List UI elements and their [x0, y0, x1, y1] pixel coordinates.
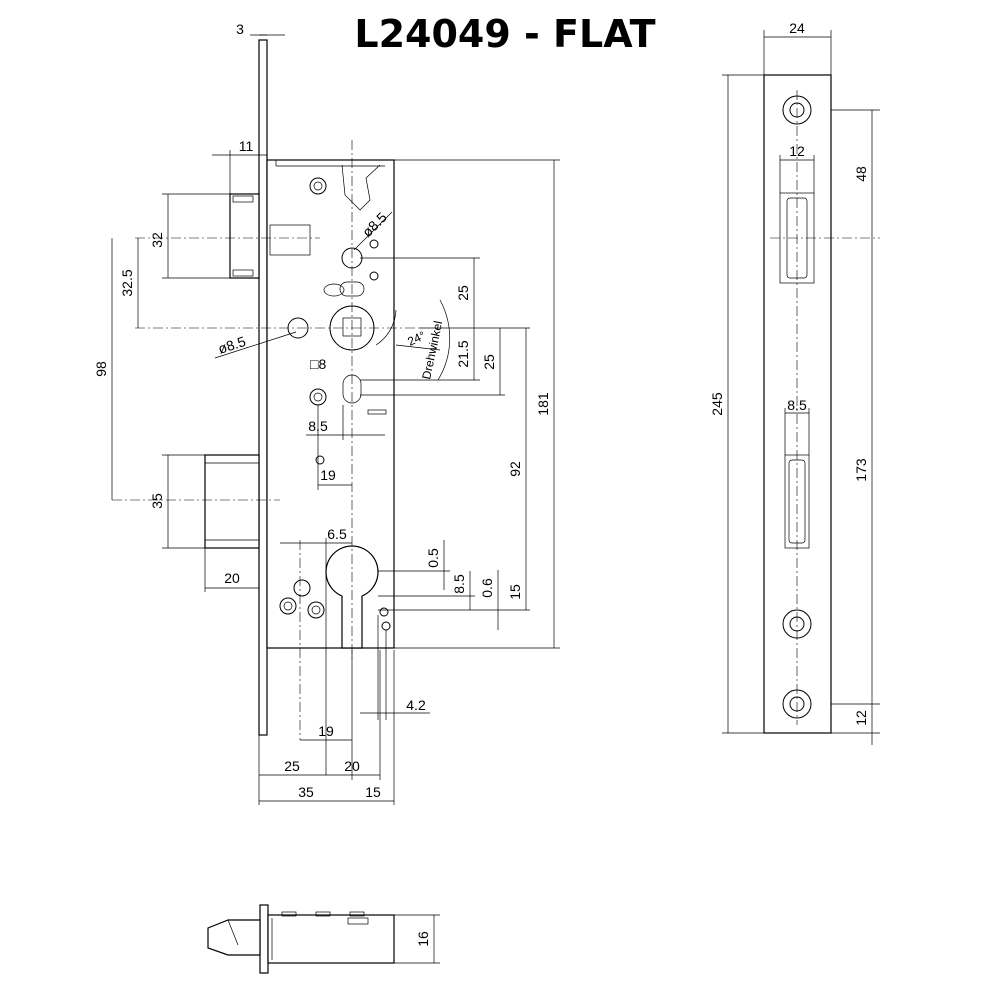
- dim-latch-throw: 20: [224, 570, 240, 586]
- dim-bs-15: 15: [365, 784, 381, 800]
- dim-latch-height: 35: [149, 493, 165, 509]
- dim-pin-offset: 19: [320, 467, 336, 483]
- dim-bottom-12: 12: [853, 710, 869, 726]
- dim-bs-35: 35: [298, 784, 314, 800]
- dim-hole-left: ø8.5: [216, 333, 248, 357]
- label-drehwinkel: Drehwinkel: [419, 320, 445, 381]
- mid-screw-icon: [309, 388, 327, 406]
- front-view: 3 11 32 32.5 98 35 20 ø8.5 ø8.5 □8: [93, 21, 560, 805]
- dim-top-48: 48: [853, 166, 869, 182]
- dim-cyl-0-5: 0.5: [425, 548, 441, 568]
- dim-lower-21-5: 21.5: [455, 340, 471, 367]
- dim-bs-20: 20: [344, 758, 360, 774]
- dim-overall: 181: [535, 392, 551, 416]
- dim-mid-173: 173: [853, 458, 869, 482]
- dim-to-cyl: 92: [507, 461, 523, 477]
- dim-slot-8-5: 8.5: [787, 397, 807, 413]
- dim-bolt-height: 32: [149, 232, 165, 248]
- drawing-title: L24049 - FLAT: [354, 12, 655, 56]
- dim-cyl-8-5: 8.5: [451, 574, 467, 594]
- dim-cyl-6-5: 6.5: [327, 526, 347, 542]
- bolt-block: [269, 224, 311, 256]
- bottom-view: 16: [207, 904, 440, 974]
- body-bottom: [267, 914, 395, 964]
- dim-bs-25: 25: [284, 758, 300, 774]
- dim-cyl-15: 15: [507, 584, 523, 600]
- dim-thickness: 16: [415, 931, 431, 947]
- dim-faceplate: 3: [236, 21, 244, 37]
- dim-square: □8: [310, 356, 326, 372]
- dim-latch-to-bolt: 98: [93, 361, 109, 377]
- latch-bottom: [207, 919, 261, 956]
- faceplate: [258, 39, 268, 736]
- faceplate-bottom: [259, 904, 269, 974]
- top-screw-icon: [309, 177, 327, 195]
- dim-slot-12: 12: [789, 143, 805, 159]
- dim-cyl-19: 19: [318, 723, 334, 739]
- dim-cyl-0-6: 0.6: [479, 578, 495, 598]
- dim-upper-25: 25: [455, 285, 471, 301]
- deadbolt: [229, 193, 260, 279]
- dim-cyl-4-2: 4.2: [406, 697, 426, 713]
- dim-length: 245: [709, 392, 725, 416]
- dim-bolt-offset: 11: [239, 138, 254, 154]
- side-view: 24 48 12 245 8.5 173 12: [709, 20, 880, 745]
- square-spindle-icon: [342, 317, 362, 337]
- label-angle: 24°: [405, 328, 428, 348]
- latch: [204, 454, 260, 549]
- bottom-screw-icon: [279, 597, 297, 615]
- dim-lower-25: 25: [481, 354, 497, 370]
- dim-width: 24: [789, 20, 805, 36]
- dim-bolt-to-hub: 32.5: [119, 269, 135, 296]
